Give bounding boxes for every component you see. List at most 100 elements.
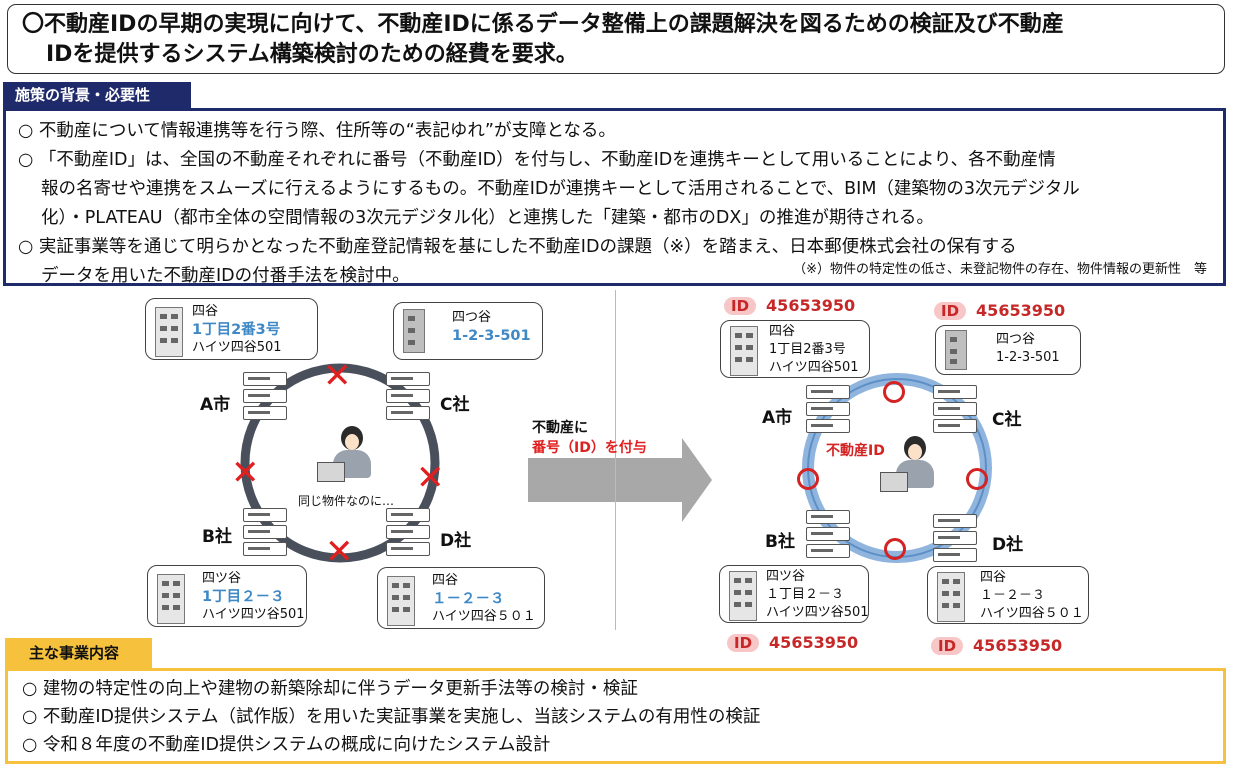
address-line: 四谷 <box>980 570 1007 585</box>
bubble-text: 四谷 １－２－３ ハイツ四谷５０１ <box>980 569 1084 623</box>
id-pill: ID <box>934 302 967 320</box>
background-line: ○ 実証事業等を通じて明らかとなった不動産登記情報を基にした不動産IDの課題（※… <box>18 237 1017 257</box>
address-line: １丁目２－３ <box>766 587 845 602</box>
background-box: ○ 不動産について情報連携等を行う際、住所等の“表記ゆれ”が支障となる。 ○ 「… <box>3 108 1226 286</box>
node-label-a: A市 <box>762 408 793 428</box>
node-label-c: C社 <box>992 410 1022 430</box>
bubble-left-b: 四ツ谷 1丁目２－３ ハイツ四ツ谷501 <box>147 565 307 627</box>
address-line: 1-2-3-501 <box>452 328 531 344</box>
address-line: ハイツ四谷501 <box>192 340 282 355</box>
building-icon <box>730 326 758 376</box>
id-value: 45653950 <box>973 636 1063 655</box>
address-line: 四ツ谷 <box>202 571 242 586</box>
bubble-text: 四谷 1丁目2番3号 ハイツ四谷501 <box>192 303 282 357</box>
id-pill: ID <box>931 637 964 655</box>
bubble-text: 四谷 １－２－３ ハイツ四谷５０１ <box>432 572 536 626</box>
title-line-2: IDを提供するシステム構築検討のための経費を要求。 <box>46 42 578 67</box>
address-line: １－２－３ <box>432 591 505 607</box>
address-line: 1丁目２－３ <box>202 589 285 605</box>
bubble-right-b: 四ツ谷 １丁目２－３ ハイツ四ツ谷501 <box>719 565 869 623</box>
server-icon <box>243 372 287 422</box>
bubble-text: 四つ谷 1-2-3-501 <box>452 309 531 345</box>
address-line: １－２－３ <box>980 588 1046 603</box>
background-line: 報の名寄せや連携をスムーズに行えるようにするもの。不動産IDが連携キーとして活用… <box>41 179 1080 199</box>
node-label-b: B社 <box>765 532 795 552</box>
address-line: ハイツ四ツ谷501 <box>766 605 869 620</box>
server-icon <box>933 385 977 435</box>
arrow-label: 不動産に 番号（ID）を付与 <box>532 418 647 458</box>
bubble-right-c: 四つ谷 1-2-3-501 <box>935 325 1081 375</box>
server-icon <box>243 508 287 558</box>
diagram: 四谷 1丁目2番3号 ハイツ四谷501 四つ谷 1-2-3-501 四ツ谷 1丁… <box>0 290 1236 655</box>
id-value: 45653950 <box>976 301 1066 320</box>
address-line: ハイツ四谷５０１ <box>980 606 1084 621</box>
background-line: ○ 「不動産ID」は、全国の不動産それぞれに番号（不動産ID）を付与し、不動産I… <box>18 150 1056 170</box>
main-line: ○ 不動産ID提供システム（試作版）を用いた実証事業を実施し、当該システムの有用… <box>22 707 761 727</box>
id-pill: ID <box>724 297 757 315</box>
address-line: ハイツ四谷501 <box>769 360 859 375</box>
id-badge: ID 45653950 <box>727 633 858 652</box>
building-icon <box>945 330 967 370</box>
server-icon <box>933 514 977 564</box>
bubble-text: 四ツ谷 １丁目２－３ ハイツ四ツ谷501 <box>766 568 869 622</box>
diagram-shapes <box>240 363 992 563</box>
address-line: ハイツ四ツ谷501 <box>202 607 305 622</box>
building-icon <box>387 576 415 626</box>
building-icon <box>157 574 185 624</box>
bubble-left-a: 四谷 1丁目2番3号 ハイツ四谷501 <box>145 298 318 360</box>
id-value: 45653950 <box>766 296 856 315</box>
server-icon <box>386 508 430 558</box>
server-icon <box>806 510 850 560</box>
address-line: 四つ谷 <box>452 310 492 325</box>
background-note: （※）物件の特定性の低さ、未登記物件の存在、物件情報の更新性 等 <box>793 262 1207 277</box>
background-tab: 施策の背景・必要性 <box>3 82 191 108</box>
center-id-label: 不動産ID <box>826 443 885 459</box>
divider <box>615 290 616 630</box>
address-line: ハイツ四谷５０１ <box>432 609 536 624</box>
person-icon <box>880 436 940 492</box>
address-line: 四ツ谷 <box>766 569 806 584</box>
link-ok-icon <box>884 538 906 560</box>
node-label-b: B社 <box>202 527 232 547</box>
bubble-text: 四谷 1丁目2番3号 ハイツ四谷501 <box>769 323 859 377</box>
address-line: 1丁目2番3号 <box>769 342 846 357</box>
node-label-a: A市 <box>200 395 231 415</box>
node-label-d: D社 <box>992 535 1024 555</box>
background-line: 化）・PLATEAU（都市全体の空間情報の3次元デジタル化）と連携した「建築・都… <box>41 208 934 228</box>
main-box: ○ 建物の特定性の向上や建物の新築除却に伴うデータ更新手法等の検討・検証 ○ 不… <box>5 668 1226 764</box>
building-icon <box>155 307 183 357</box>
title-line-1: 〇不動産IDの早期の実現に向けて、不動産IDに係るデータ整備上の課題解決を図るた… <box>22 12 1064 37</box>
id-pill: ID <box>727 634 760 652</box>
address-line: 四谷 <box>192 304 219 319</box>
bubble-right-d: 四谷 １－２－３ ハイツ四谷５０１ <box>927 566 1089 624</box>
bubble-right-a: 四谷 1丁目2番3号 ハイツ四谷501 <box>720 320 870 378</box>
address-line: 1丁目2番3号 <box>192 322 281 338</box>
main-tab: 主な事業内容 <box>5 638 152 668</box>
background-line: データを用いた不動産IDの付番手法を検討中。 <box>41 266 410 286</box>
person-icon <box>317 426 377 482</box>
server-icon <box>806 385 850 435</box>
x-mark-icon: ✕ <box>325 532 354 572</box>
background-line: ○ 不動産について情報連携等を行う際、住所等の“表記ゆれ”が支障となる。 <box>18 121 616 141</box>
main-line: ○ 令和８年度の不動産ID提供システムの概成に向けたシステム設計 <box>22 735 551 755</box>
id-value: 45653950 <box>769 633 859 652</box>
bubble-left-c: 四つ谷 1-2-3-501 <box>393 302 543 360</box>
building-icon <box>729 571 757 621</box>
bubble-text: 四つ谷 1-2-3-501 <box>996 331 1060 367</box>
link-ok-icon <box>883 381 905 403</box>
link-ok-icon <box>797 468 819 490</box>
address-line: 1-2-3-501 <box>996 350 1060 365</box>
node-label-d: D社 <box>440 531 472 551</box>
id-badge: ID 45653950 <box>724 296 855 315</box>
address-line: 四谷 <box>432 573 459 588</box>
id-badge: ID 45653950 <box>931 636 1062 655</box>
building-icon <box>403 309 425 353</box>
address-line: 四谷 <box>769 324 796 339</box>
id-badge: ID 45653950 <box>934 301 1065 320</box>
building-icon <box>937 572 965 622</box>
arrow-label-line: 番号（ID）を付与 <box>532 440 647 456</box>
bubble-left-d: 四谷 １－２－３ ハイツ四谷５０１ <box>377 567 545 629</box>
arrow-shape <box>528 438 712 522</box>
server-icon <box>386 372 430 422</box>
left-caption: 同じ物件なのに… <box>298 494 395 508</box>
